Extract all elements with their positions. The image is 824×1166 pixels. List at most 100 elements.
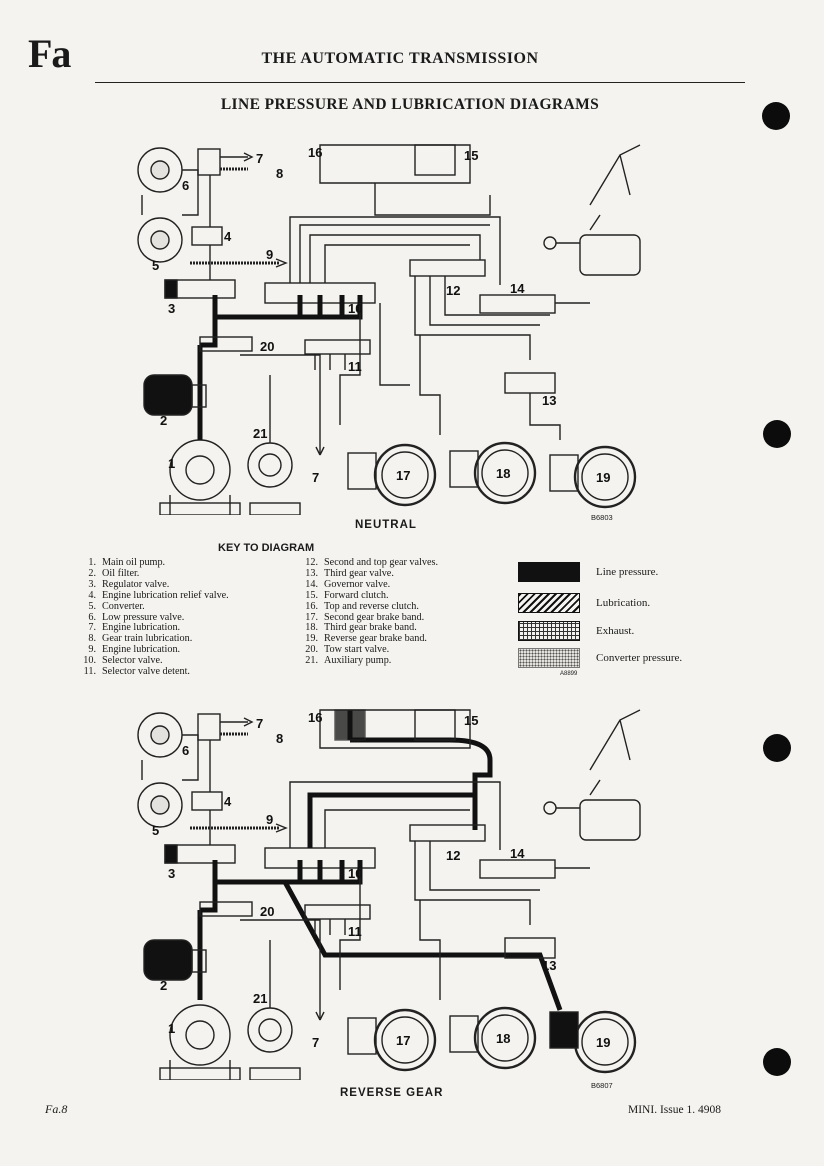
binder-hole [763, 420, 791, 448]
component-label: 2 [160, 413, 167, 428]
component-label: 1 [168, 456, 175, 471]
key-item-number: 7. [88, 622, 96, 634]
diagram-ref: B6803 [591, 513, 613, 522]
component-label: 4 [224, 794, 232, 809]
key-item: 14.Governor valve. [296, 578, 438, 591]
key-item-number: 3. [88, 578, 96, 590]
component-label: 11 [348, 924, 362, 939]
component-label: 15 [464, 148, 478, 163]
exhaust-swatch [518, 621, 580, 641]
component-label: 7 [312, 1035, 319, 1050]
key-item-number: 6. [88, 611, 96, 623]
page-title: LINE PRESSURE AND LUBRICATION DIAGRAMS [220, 96, 600, 113]
lubrication-swatch [518, 593, 580, 613]
component-label: 18 [496, 1031, 510, 1046]
component-label: 9 [266, 247, 273, 262]
component-label: 17 [396, 468, 410, 483]
component-label: 12 [446, 848, 460, 863]
key-item-label: Selector valve detent. [102, 666, 190, 678]
key-item-number: 15. [305, 589, 318, 601]
key-item-number: 19. [305, 633, 318, 645]
page-header: THE AUTOMATIC TRANSMISSION [261, 50, 539, 67]
component-label: 10 [348, 301, 362, 316]
key-item: 21.Auxiliary pump. [296, 655, 438, 667]
key-item-number: 16. [305, 600, 318, 612]
key-item-label: Forward clutch. [324, 589, 389, 601]
main-oil-pump [169, 439, 231, 501]
key-item-number: 17. [305, 611, 318, 623]
key-item-number: 10. [83, 655, 96, 667]
legend-ref: A8899 [560, 671, 578, 677]
component-label: 6 [182, 178, 189, 193]
key-item: 5. Converter. [74, 600, 229, 613]
page-issue: MINI. Issue 1. 4908 [628, 1104, 721, 1116]
component-label: 16 [308, 710, 322, 725]
component-label: 15 [464, 713, 478, 728]
component-label: 18 [496, 466, 510, 481]
component-label: 7 [256, 716, 263, 731]
key-item-label: Third gear valve. [324, 567, 394, 579]
key-item-label: Governor valve. [324, 578, 391, 590]
component-label: 19 [596, 470, 610, 485]
second-gear-brake-band [373, 443, 437, 507]
component-label: 14 [510, 846, 525, 861]
key-item: 7.Engine lubrication. [74, 623, 229, 634]
third-gear-brake-band [473, 441, 537, 505]
component-label: 13 [542, 393, 556, 408]
component-label: 2 [160, 978, 167, 993]
key-item-label: Oil filter. [102, 567, 140, 579]
component-label: 21 [253, 426, 267, 441]
key-item-label: Tow start valve. [324, 644, 390, 656]
header-rule [95, 82, 745, 83]
key-item-label: Engine lubrication. [102, 644, 181, 656]
key-item: 1. Main oil pump. [74, 557, 229, 569]
component-label: 4 [224, 229, 232, 244]
component-label: 12 [446, 283, 460, 298]
key-item-label: Top and reverse clutch. [324, 600, 419, 612]
key-item: 19.Reverse gear brake band. [296, 633, 438, 645]
key-item-number: 5. [88, 600, 96, 612]
legend-converter-pressure: Converter pressure. [518, 648, 682, 668]
component-label: 9 [266, 812, 273, 827]
auxiliary-pump [247, 442, 293, 488]
key-item-label: Main oil pump. [102, 557, 166, 568]
key-title: KEY TO DIAGRAM [218, 542, 315, 554]
oil-filter [143, 374, 193, 416]
key-item: 18.Third gear brake band. [296, 623, 438, 634]
key-item-number: 11. [83, 666, 96, 678]
key-item: 20. Tow start valve. [296, 644, 438, 656]
key-item-label: Converter. [102, 600, 145, 612]
key-item-label: Selector valve. [102, 655, 163, 667]
key-item-label: Second and top gear valves. [324, 557, 439, 568]
diagram-caption: REVERSE GEAR [340, 1087, 444, 1099]
key-item-number: 20. [305, 644, 318, 656]
key-item: 17.Second gear brake band. [296, 611, 438, 624]
legend-label: Converter pressure. [596, 652, 683, 664]
key-item: 16. Top and reverse clutch. [296, 600, 438, 613]
reverse-gear-brake-band [573, 445, 637, 509]
key-item: 15. Forward clutch. [296, 589, 438, 602]
component-label: 8 [276, 166, 283, 181]
key-item: 13.Third gear valve. [296, 567, 438, 580]
key-item-number: 18. [305, 622, 318, 634]
component-label: 16 [308, 145, 322, 160]
key-item-label: Gear train lubrication. [102, 633, 193, 645]
legend-lubrication: Lubrication. [518, 593, 650, 613]
legend-line-pressure: Line pressure. [518, 562, 658, 582]
key-item-number: 1. [88, 557, 96, 568]
component-label: 11 [348, 359, 362, 374]
legend-label: Exhaust. [596, 625, 635, 637]
key-item-label: Regulator valve. [102, 578, 170, 590]
page-number: Fa.8 [45, 1102, 68, 1116]
key-item: 2.Oil filter. [74, 567, 229, 580]
component-label: 7 [256, 151, 263, 166]
key-item: 9.Engine lubrication. [74, 644, 229, 656]
component-label: 8 [276, 731, 283, 746]
key-item-number: 21. [305, 655, 318, 667]
diagram-ref: B6807 [591, 1081, 613, 1090]
diagram-neutral: 6 7 8 4 5 9 3 10 20 11 2 21 1 7 16 15 12… [137, 144, 641, 515]
key-item: 4.Engine lubrication relief valve. [74, 589, 228, 602]
key-item-number: 4. [88, 589, 96, 601]
key-item-number: 8. [88, 633, 96, 645]
component-label: 21 [253, 991, 267, 1006]
